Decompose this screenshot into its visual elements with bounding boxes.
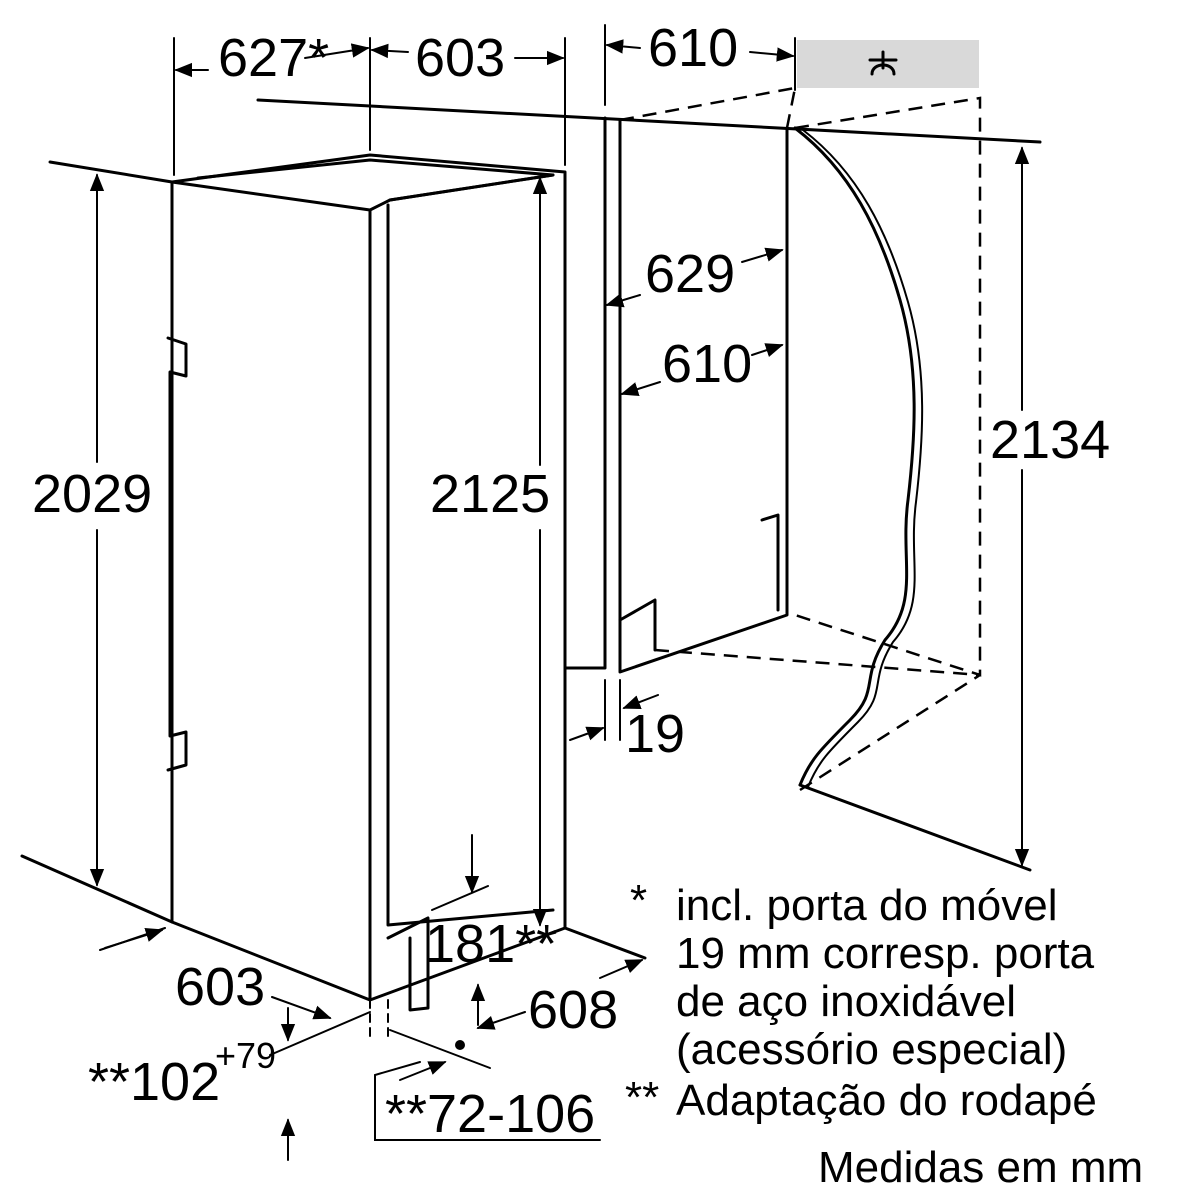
dim-181: 181** [425, 914, 557, 974]
plinth [386, 916, 430, 1012]
dim-603-bottom: 603 [175, 957, 265, 1017]
dimension-labels: 627* 603 610 629 610 2029 2125 2134 19 1… [32, 18, 1110, 1144]
installation-niche [20, 40, 1042, 960]
appliance-body [166, 153, 567, 1012]
dim-102-sup: +79 [215, 1035, 276, 1076]
dim-603-top: 603 [415, 28, 505, 88]
dim-2029: 2029 [32, 464, 152, 524]
water-connection-box [797, 40, 979, 88]
faucet-icon [868, 50, 898, 76]
dim-608: 608 [528, 980, 618, 1040]
note-star-line2: 19 mm corresp. porta [676, 929, 1095, 978]
dim-2134: 2134 [990, 410, 1110, 470]
dim-627: 627* [218, 28, 329, 88]
note-star-line3: de aço inoxidável [676, 977, 1016, 1026]
dim-19: 19 [625, 704, 685, 764]
note-units: Medidas em mm [818, 1143, 1143, 1192]
notes: * incl. porta do móvel 19 mm corresp. po… [625, 876, 1143, 1192]
dim-629: 629 [645, 244, 735, 304]
dim-2125: 2125 [430, 464, 550, 524]
dim-610-top: 610 [648, 18, 738, 78]
dimension-lines [89, 24, 1030, 1161]
note-dstar-mark: ** [625, 1073, 659, 1122]
note-dstar-text: Adaptação do rodapé [676, 1076, 1097, 1125]
dim-72-106: **72-106 [385, 1084, 595, 1144]
note-star-mark: * [630, 876, 647, 925]
dim-610-mid: 610 [662, 334, 752, 394]
note-star-line4: (acessório especial) [676, 1025, 1067, 1074]
note-star-line1: incl. porta do móvel [676, 881, 1058, 930]
dim-102: **102 [88, 1052, 220, 1112]
door-handle [166, 336, 188, 772]
